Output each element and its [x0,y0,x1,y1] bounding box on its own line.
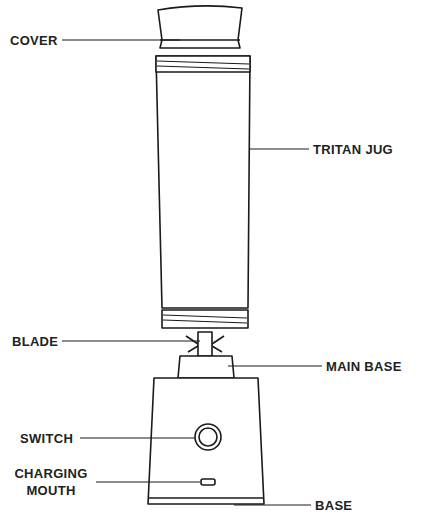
jug-top-thread [156,56,250,72]
blade-hub [198,332,212,356]
cover [158,6,242,48]
tritan-jug [156,56,250,308]
leader-lines [62,40,322,505]
part-label: TRITAN JUG [313,141,393,158]
part-label: MAIN BASE [326,358,402,375]
part-label: CHARGING MOUTH [10,465,92,499]
switch-inner [199,428,217,446]
part-label: BLADE [12,333,58,350]
part-label: BASE [315,497,352,514]
part-label: COVER [10,32,58,49]
part-label: SWITCH [20,430,73,447]
base-body [148,378,264,504]
base-foot [148,497,264,499]
main-base [178,356,234,378]
charging-port [201,479,215,485]
jug-bottom-thread [162,310,248,328]
switch-button [195,424,221,450]
threads [157,61,249,323]
